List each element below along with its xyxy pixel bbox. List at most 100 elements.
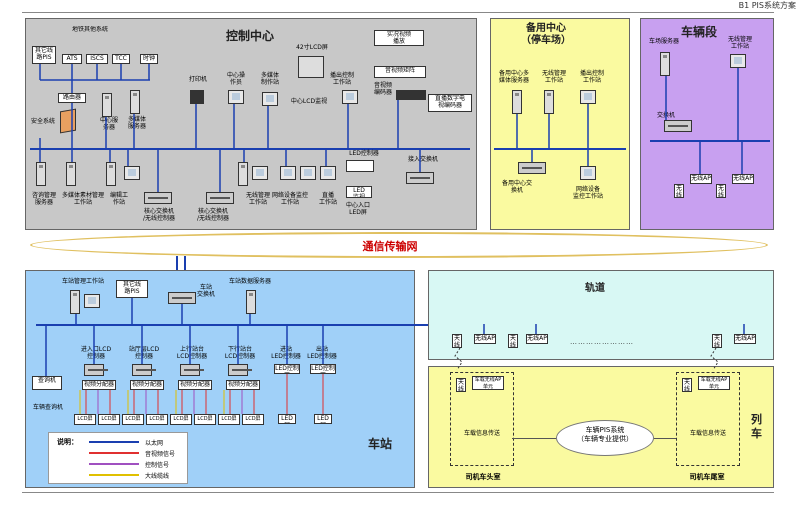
track-title: 轨道 [585,283,605,294]
backup-netmon-label: 网络设备 监控工作站 [572,186,603,200]
legend-label-ethernet: 以太网 [145,440,164,447]
legend-label-control: 控制信号 [145,462,170,469]
external-systems-label: 地铁其他系统 [71,26,108,33]
splitter-2: 视频分配器 [130,380,164,390]
train-tail-cable-label: 车载信息传送 [689,430,726,437]
splitter-3: 视频分配器 [178,380,212,390]
station-track-ethernet-bus [36,324,748,326]
security-system-label: 安全系统 [30,118,55,125]
query-box: 查询机 [32,376,62,390]
depot-ap-1: 无线AP [690,174,712,184]
lcd-screen-7: LCD屏 [218,414,240,425]
tcc-box: TCC [112,54,130,64]
train-head-ap: 车载无线AP 单元 [472,376,504,390]
router-box: 路由器 [58,93,86,103]
media-edit-pc-icon [262,92,278,106]
media-edit-label: 多媒体 制作站 [260,72,279,86]
track-ant-3: 天 线 [712,334,722,348]
station-switch-label: 车站 交换机 [196,284,215,298]
train-title: 列 车 [751,413,762,440]
depot-switch-icon [664,120,692,132]
track-ap-3: 无线AP [734,334,756,344]
media-server-icon [130,90,140,114]
document-header: B1 PIS系统方案 [738,1,796,10]
legend-line-ethernet [89,441,139,443]
splitter-1: 视频分配器 [82,380,116,390]
lcd-screen-6: LCD屏 [194,414,216,425]
ats-box: ATS [62,54,82,64]
backup-switch-icon [518,162,546,174]
media-server-label: 多媒体 服务器 [127,116,146,130]
led-monitor-box: LED 监视 [346,186,372,198]
dir-ws-label: 直播 工作站 [318,192,337,206]
control-center-zone: 控制中心 [25,18,477,230]
lcd-in-controller [84,364,108,376]
video-encoder-label: 音视频 编码器 [373,82,392,96]
station-server-label: 车站数据服务器 [228,278,271,285]
train-head-ant: 天 线 [456,378,466,392]
station-server-icon [246,290,256,314]
station-title: 车站 [368,437,393,451]
lcd-screen-4: LCD屏 [146,414,168,425]
broadcast-label: 播出控制 工作站 [329,72,354,86]
content-tower-icon [106,162,116,186]
track-zone: 轨道 [428,270,774,360]
backup-netmon-pc-icon [580,166,596,180]
backup-center-title: 备用中心 （停车场） [521,23,571,46]
core-switch-2-icon [206,192,234,204]
backup-broadcast-label: 播出控制 工作站 [579,70,604,84]
control-center-title: 控制中心 [226,29,275,43]
other-pis-box: 其它线 路PIS [32,46,56,64]
lcd42-label: 42寸LCD屏 [296,44,328,51]
center-entry-led-label: 中心入口 LED屏 [345,202,370,216]
train-pis-label: 车辆PIS系统 （车辆专业提供） [577,426,633,443]
depot-ethernet-bus [650,140,770,142]
footer-rule [22,492,774,493]
lcd42-icon [298,56,324,78]
db-server-icon [36,162,46,186]
station-switch-icon [168,292,196,304]
center-server-label: 中心服 务器 [99,117,118,131]
led-ctrl-1-label: 进站 LED控制器 [271,346,301,360]
hd-monitor-label: 中心LCD监视 [290,98,328,105]
net-monitor-pc-icon [280,166,296,180]
content-ws-label: 编辑工 作站 [109,192,128,206]
train-pis-cloud [556,420,654,456]
lcd-plat-controller [180,364,204,376]
led-screen-2: LED屏 [314,414,332,424]
clock-box: 时钟 [140,54,158,64]
asset-server-icon [66,162,76,186]
led-ctrl-label: LED控制器 [349,150,379,157]
station-mgr-label: 车站管理工作站 [61,278,104,285]
backup-switch-label: 备用中心交 换机 [501,180,532,194]
lcd-down-label: 下行站台 LCD控制器 [224,346,256,360]
depot-zone: 车辆段 [640,18,774,230]
backup-wireless-label: 无线管理 工作站 [541,70,566,84]
train-head-cable-label: 车载信息传送 [463,430,500,437]
header-rule [22,12,774,13]
backup-server-label: 备用中心多 媒体服务器 [498,70,529,84]
depot-server-label: 车场服务器 [648,38,679,45]
led-ctrl-1-box: LED控制器 [274,364,300,374]
legend-line-av [89,452,139,454]
depot-ap-2: 无线AP [732,174,754,184]
media-switch-box: 音视频矩阵 [374,66,426,78]
depot-title: 车辆段 [681,25,718,39]
depot-ap-small-1: 无 线 [674,184,684,198]
train-link-left [512,438,556,439]
query-label: 车辆查询机 [32,404,63,411]
iscs-box: ISCS [86,54,108,64]
backup-broadcast-pc-icon [580,90,596,104]
depot-server-icon [660,52,670,76]
db-server-label: 咨询管理 服务器 [31,192,56,206]
wireless-pc-icon [252,166,268,180]
depot-ws-label: 无线管理 工作站 [727,36,752,50]
train-link-right [654,438,676,439]
content-pc-icon [124,166,140,180]
legend-label-cable: 大线缆线 [145,473,170,480]
legend-line-cable [89,474,139,476]
net-monitor-label: 网络设备监控 工作站 [271,192,308,206]
broadcast-pc-icon [342,90,358,104]
station-mgr-pc-icon [84,294,100,308]
